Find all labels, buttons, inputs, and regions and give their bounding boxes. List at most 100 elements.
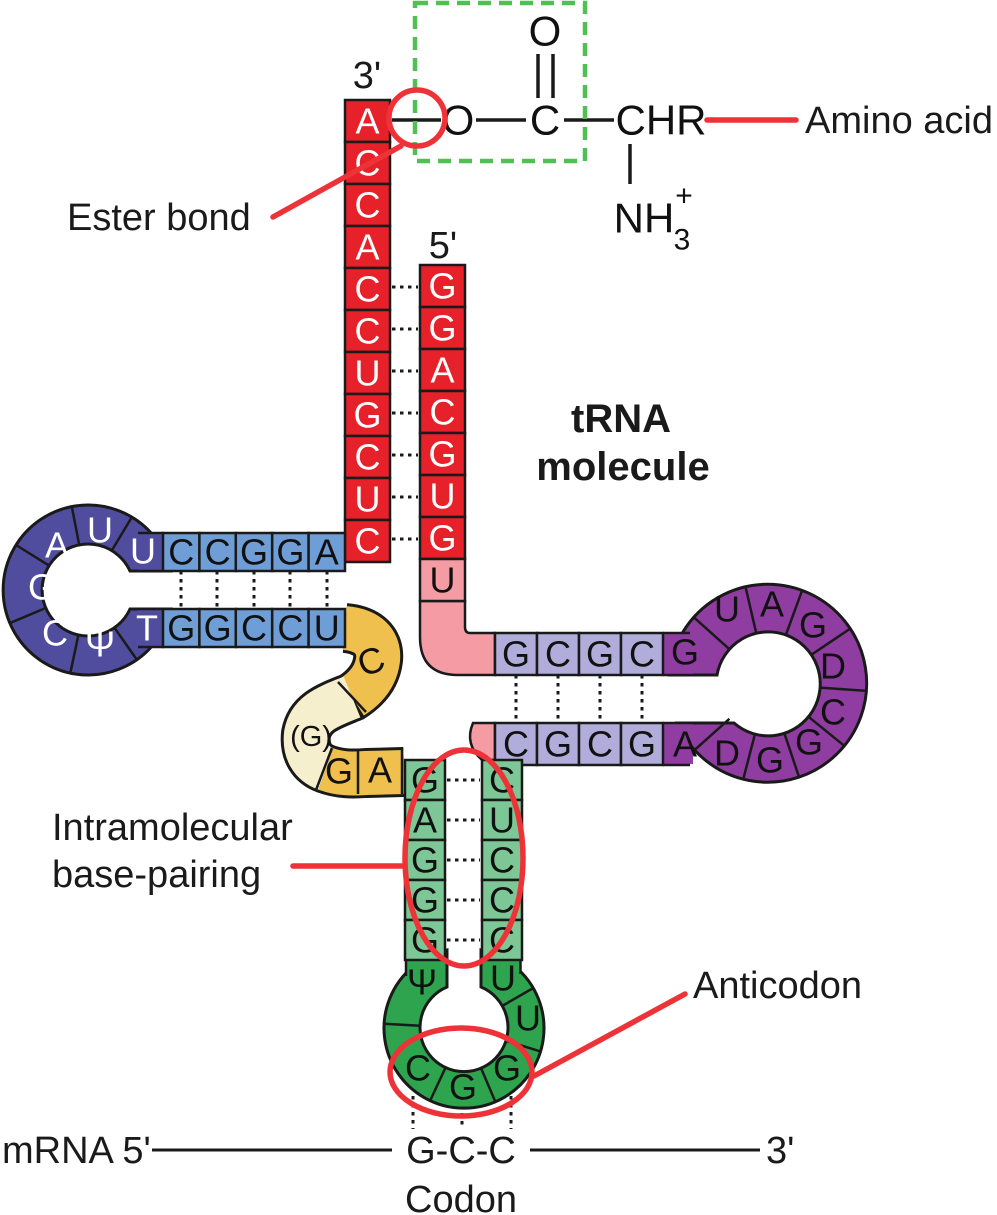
nucleotide: A <box>413 800 437 841</box>
segment-divider <box>783 732 801 779</box>
segment-divider <box>429 1067 447 1102</box>
nucleotide: C <box>587 724 613 765</box>
anticodon-label: Anticodon <box>693 965 862 1007</box>
amino-acid-structure: O C O CHR NH 3 + <box>392 0 707 257</box>
nucleotide-box <box>418 263 467 309</box>
nucleotide-box <box>270 531 310 573</box>
anticodon-stem-letters: G A G G G C U C C C <box>411 760 515 961</box>
nucleotide: C <box>241 608 267 649</box>
nucleotide-box <box>343 392 392 438</box>
nucleotide: G <box>428 434 456 475</box>
nucleotide: U <box>489 800 515 841</box>
nucleotide: C <box>355 185 381 226</box>
nucleotide: G <box>756 740 784 781</box>
nucleotide-box <box>418 389 467 435</box>
trna-molecule-label-line2: molecule <box>536 445 709 489</box>
segment-divider <box>15 543 50 567</box>
nucleotide: C <box>277 608 303 649</box>
intramolecular-label-line2: base-pairing <box>52 854 261 896</box>
nucleotide: C <box>355 269 381 310</box>
nucleotide-pseudouridine: Ψ <box>85 624 115 665</box>
nucleotide: U <box>515 998 541 1039</box>
nucleotide: C <box>205 532 231 573</box>
nucleotide: G <box>276 532 304 573</box>
nucleotide-paren-g: (G) <box>290 721 332 753</box>
nucleotide-box <box>343 182 392 228</box>
t-arm-rows <box>161 531 347 649</box>
base-pairing-ellipse <box>402 747 526 969</box>
right-loop-donut <box>667 582 869 784</box>
nucleotide: G <box>240 532 268 573</box>
ester-highlight-box <box>412 0 588 164</box>
trna-molecule-label-line1: tRNA <box>571 397 671 441</box>
nucleotide: C <box>489 840 515 881</box>
nucleotide: G <box>428 308 456 349</box>
t-loop-ring <box>1 503 173 677</box>
nucleotide: T <box>136 608 158 649</box>
segment-divider <box>810 627 851 656</box>
nucleotide-box <box>161 607 201 649</box>
segment-divider <box>693 717 731 752</box>
nucleotide: A <box>315 532 339 573</box>
segment-divider <box>69 634 80 674</box>
nucleotide: G <box>325 751 353 792</box>
mrna-5prime-label: mRNA 5' <box>2 1130 151 1172</box>
anticodon-loop-letters: Ψ C G G U U <box>405 958 541 1108</box>
intramolecular-label-line1: Intramolecular <box>52 807 293 849</box>
amine-plus: + <box>675 180 693 213</box>
carbonyl-oxygen: O <box>529 8 562 55</box>
pink-elbow <box>418 599 497 677</box>
nucleotide-box <box>270 607 310 649</box>
ester-bond-pointer-line <box>270 143 404 220</box>
amine-subscript: 3 <box>674 224 691 257</box>
segment-divider <box>113 626 138 661</box>
nucleotide: A <box>673 724 697 765</box>
band-yellow-2 <box>318 748 405 796</box>
nucleotide: C <box>355 311 381 352</box>
nucleotide: G <box>353 395 381 436</box>
mrna-3prime-label: 3' <box>766 1130 794 1172</box>
acceptor-3prime-strand <box>343 98 392 564</box>
nucleotide: G <box>544 724 572 765</box>
nucleotide: U <box>714 589 740 630</box>
segment-divider <box>384 1022 421 1027</box>
nucleotide: C <box>430 392 456 433</box>
anticodon-loop-ring <box>382 948 546 1110</box>
nucleotide: G <box>671 632 699 673</box>
nucleotide: U <box>355 479 381 520</box>
t-arm-bonds <box>179 571 329 609</box>
nucleotide-box <box>343 308 392 354</box>
anticodon-stem-bonds <box>447 778 480 942</box>
annotation-labels: 3' 5' Ester bond Amino acid tRNA molecul… <box>52 55 993 1007</box>
nucleotide: C <box>820 692 846 733</box>
anticodon-ellipse <box>387 1025 535 1119</box>
t-loop-bridge <box>138 609 164 647</box>
nucleotide-dihydrouridine: D <box>820 646 846 687</box>
nucleotide: C <box>355 437 381 478</box>
nucleotide: G <box>628 724 656 765</box>
nucleotide: A <box>368 750 392 791</box>
segment-divider <box>9 606 47 625</box>
segment-divider <box>741 733 757 781</box>
segment-divider <box>819 686 867 693</box>
nucleotide: G <box>428 518 456 559</box>
nucleotide-box <box>198 607 238 649</box>
nucleotide: G <box>411 840 439 881</box>
three-prime-top-label: 3' <box>353 55 381 97</box>
segment-divider <box>501 986 534 1008</box>
carbonyl-carbon: C <box>530 97 560 144</box>
nucleotide: G <box>204 608 232 649</box>
nucleotide-box <box>234 607 274 649</box>
chr-group: CHR <box>616 97 707 144</box>
t-loop-letters: U U A G C Ψ T <box>28 510 158 665</box>
codon-sequence: G-C-C <box>406 1130 516 1172</box>
nucleotide: U <box>130 531 156 572</box>
nucleotide: G <box>795 722 823 763</box>
nucleotide-dihydrouridine: D <box>714 733 740 774</box>
segment-divider <box>744 587 758 634</box>
nucleotide: C <box>503 724 529 765</box>
nucleotide-anticodon: G <box>449 1067 477 1108</box>
ester-bond-label: Ester bond <box>67 197 251 239</box>
segment-divider <box>480 1068 497 1103</box>
